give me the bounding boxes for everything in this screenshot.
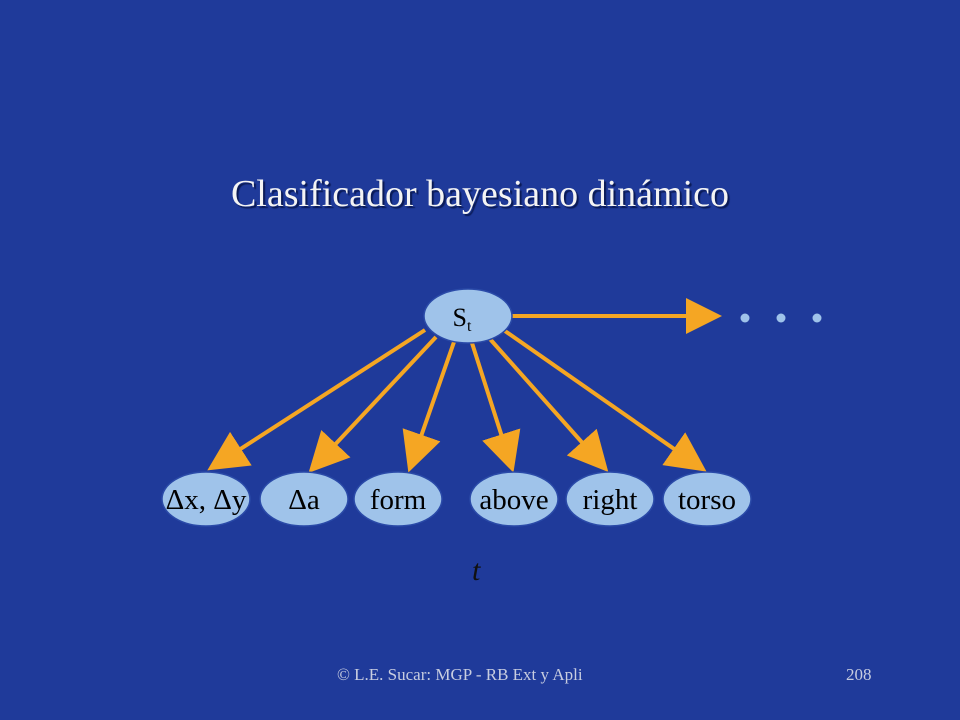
child-node-label: form	[370, 484, 427, 516]
footer-credit: © L.E. Sucar: MGP - RB Ext y Apli	[337, 665, 583, 684]
continuation-dots	[740, 313, 822, 323]
child-node-right: right	[565, 471, 655, 527]
child-node-label: Δa	[288, 484, 320, 516]
edge-to-dxdy	[207, 328, 427, 471]
edge-to-da	[308, 335, 438, 473]
edge-to-form	[402, 341, 456, 473]
child-node-label: torso	[678, 484, 736, 516]
root-node-subscript: t	[467, 318, 472, 335]
child-node-torso: torso	[662, 471, 752, 527]
svg-text:St: St	[453, 303, 472, 335]
child-node-dxdy: Δx, Δy	[161, 471, 251, 527]
edge-to-torso	[503, 329, 707, 472]
slide-title: Clasificador bayesiano dinámico	[230, 173, 730, 215]
child-node-form: form	[353, 471, 443, 527]
edge-to-above	[470, 342, 521, 473]
root-node-st: St	[423, 288, 513, 344]
child-node-label: right	[583, 484, 638, 516]
child-node-da: Δa	[259, 471, 349, 527]
child-node-label: above	[479, 484, 548, 516]
child-node-label: Δx, Δy	[166, 484, 247, 516]
edge-to-right	[488, 337, 609, 472]
root-node-label: S	[453, 303, 467, 332]
edges	[207, 298, 722, 473]
child-node-above: above	[469, 471, 559, 527]
page-number: 208	[846, 665, 872, 684]
time-slice-label: t	[472, 554, 481, 587]
